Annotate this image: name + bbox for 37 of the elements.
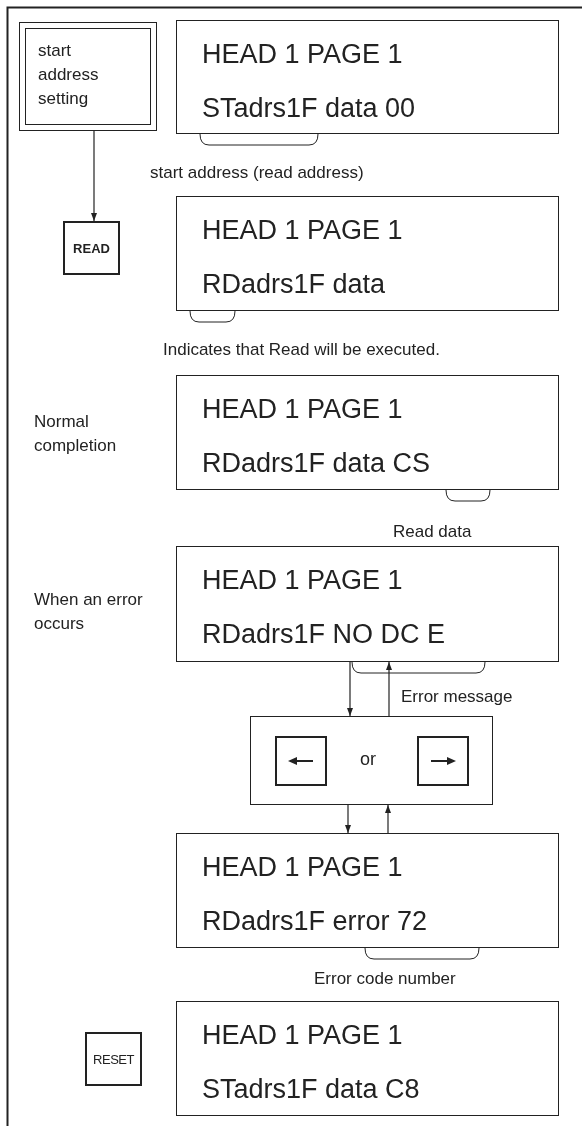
caption-text: Error code number bbox=[314, 968, 456, 990]
caption-text: Indicates that Read will be executed. bbox=[163, 339, 440, 361]
display-panel bbox=[176, 20, 559, 134]
caption-text: Error message bbox=[401, 686, 513, 708]
display-panel bbox=[176, 546, 559, 662]
key: RESET bbox=[85, 1032, 142, 1086]
display-text: HEAD 1 PAGE 1 bbox=[202, 564, 403, 597]
display-text: STadrs1F data C8 bbox=[202, 1073, 420, 1106]
caption-text: Normal completion bbox=[34, 411, 118, 457]
display-text: RDadrs1F NO DC E bbox=[202, 618, 446, 651]
arrow bbox=[91, 130, 97, 222]
display-text: RDadrs1F error 72 bbox=[202, 905, 428, 938]
display-text: HEAD 1 PAGE 1 bbox=[202, 214, 403, 247]
display-text: STadrs1F data 00 bbox=[202, 92, 416, 125]
arrow bbox=[345, 804, 351, 834]
key: READ bbox=[63, 221, 120, 275]
display-text: HEAD 1 PAGE 1 bbox=[202, 393, 403, 426]
display-panel bbox=[176, 833, 559, 948]
arrow bbox=[347, 661, 353, 717]
arrow bbox=[385, 804, 391, 834]
caption-text: Read data bbox=[393, 521, 472, 543]
display-panel bbox=[176, 1001, 559, 1116]
arrow bbox=[386, 661, 392, 717]
display-text: HEAD 1 PAGE 1 bbox=[202, 851, 403, 884]
key-group bbox=[250, 716, 493, 805]
display-panel bbox=[176, 196, 559, 311]
display-panel bbox=[176, 375, 559, 490]
arrow-key bbox=[417, 736, 469, 786]
setting-key: start address setting bbox=[19, 22, 157, 131]
caption-text: start address (read address) bbox=[150, 162, 364, 184]
display-text: HEAD 1 PAGE 1 bbox=[202, 38, 403, 71]
caption-text: When an error occurs bbox=[34, 589, 144, 635]
display-text: RDadrs1F data bbox=[202, 268, 386, 301]
arrow-key bbox=[275, 736, 327, 786]
display-text: RDadrs1F data CS bbox=[202, 447, 431, 480]
display-text: HEAD 1 PAGE 1 bbox=[202, 1019, 403, 1052]
or-text: or bbox=[360, 748, 376, 771]
